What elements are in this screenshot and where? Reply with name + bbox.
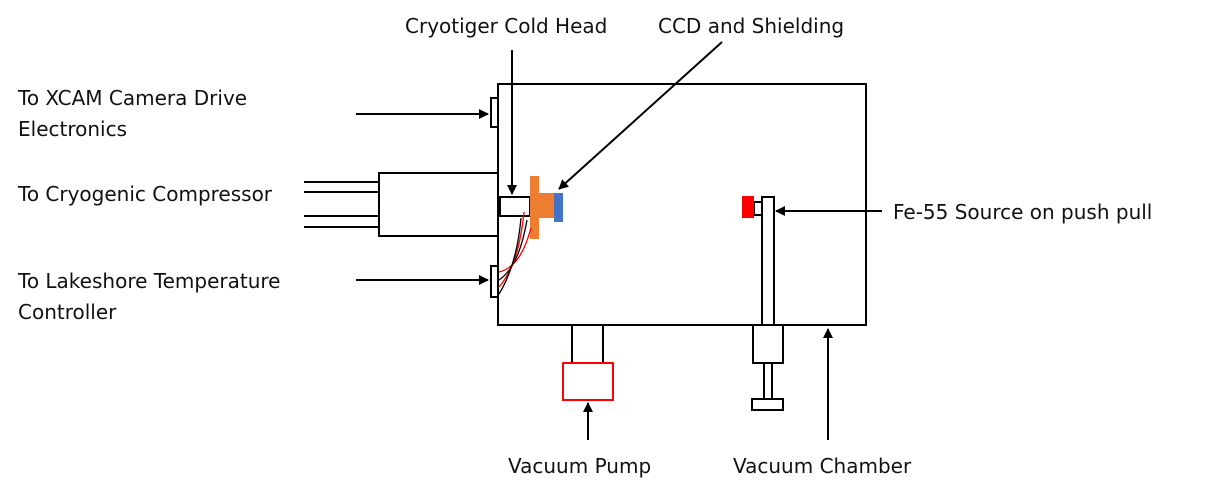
push-pull-rod [761,196,775,326]
push-pull-handle [751,398,784,411]
label-fe55: Fe-55 Source on push pull [893,200,1153,224]
fe55-source [742,196,754,218]
label-arrows [356,41,882,440]
vacuum-pump [562,362,614,401]
sensor-wires [498,211,532,295]
cold-head [499,196,531,217]
label-ccd: CCD and Shielding [658,14,845,38]
push-pull-housing [752,324,784,364]
compressor-line-housing [378,172,499,237]
label-lakeshore-line2: Controller [18,300,117,324]
ccd-sensor [554,193,563,222]
label-vacuum-chamber: Vacuum Chamber [733,454,912,478]
compressor-lines [304,181,379,228]
label-xcam-line2: Electronics [18,117,128,141]
label-cold-head: Cryotiger Cold Head [405,14,608,38]
vacuum-pump-port [571,325,604,363]
label-xcam-line1: To XCAM Camera Drive [18,86,248,110]
label-vacuum-pump: Vacuum Pump [508,454,652,478]
lakeshore-feedthrough [490,265,499,298]
label-lakeshore-line1: To Lakeshore Temperature [18,269,281,293]
ccd-mount [530,176,554,239]
label-compressor: To Cryogenic Compressor [18,182,273,206]
xcam-feedthrough [490,97,499,128]
push-pull-shaft [763,362,773,400]
source-holder [753,201,763,216]
arrow-ccd [558,41,723,190]
